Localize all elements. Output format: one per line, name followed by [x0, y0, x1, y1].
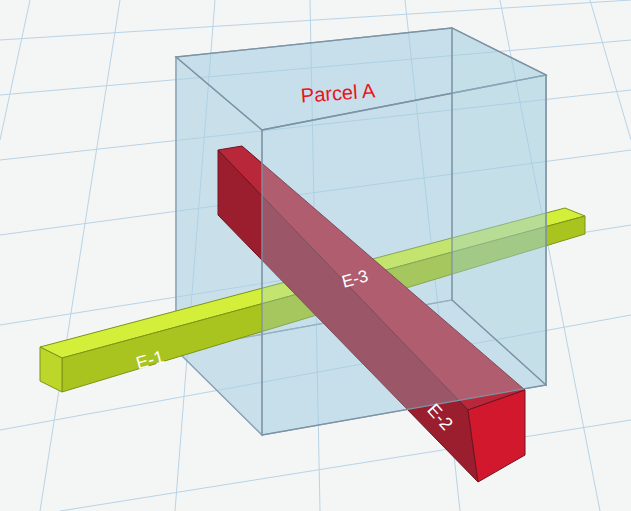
- easement-label: E-1: [134, 348, 166, 373]
- parcel-cube-front: [176, 28, 546, 435]
- parcel-cube-back: [176, 28, 546, 435]
- parcel-name: Parcel A: [300, 80, 376, 105]
